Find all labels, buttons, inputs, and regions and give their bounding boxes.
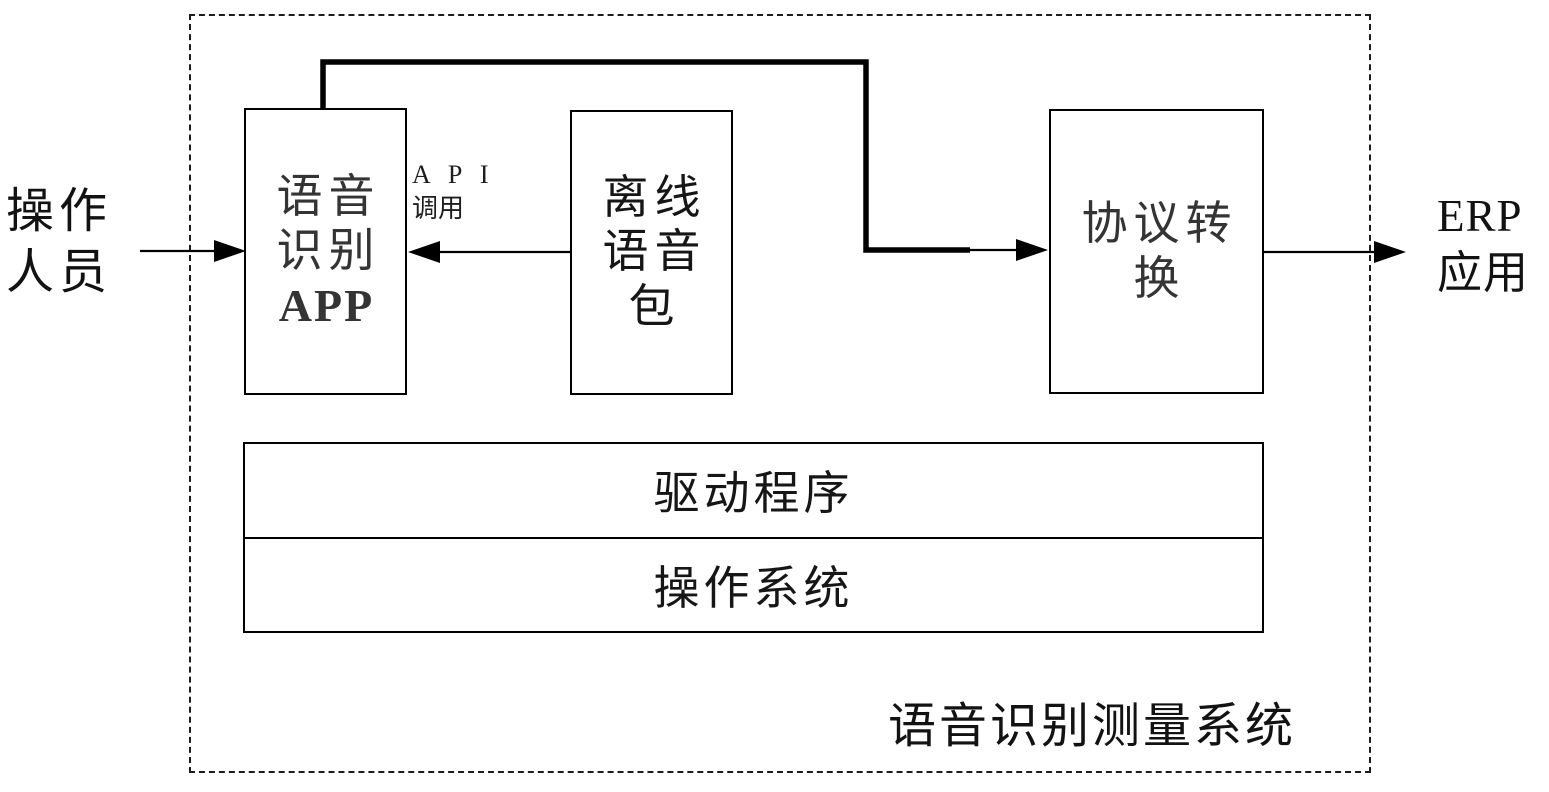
api-call-label: A P I 调用 — [412, 158, 495, 227]
system-boundary-box — [189, 14, 1371, 773]
driver-layer: 驱动程序 — [653, 468, 854, 520]
operator-line2: 人员 — [6, 246, 113, 300]
offline-voice-package-box: 离线 语音 包 — [570, 110, 733, 395]
speech-app-line2: 识别 — [276, 225, 381, 277]
speech-recognition-app-box: 语音 识别 APP — [244, 108, 407, 395]
layer-stack: 驱动程序 操作系统 — [243, 442, 1264, 633]
speech-app-line1: 语音 — [276, 171, 381, 223]
erp-application-label: ERP 应用 — [1437, 188, 1529, 301]
protocol-line1: 协议转 — [1081, 198, 1238, 250]
speech-app-line3: APP — [278, 279, 375, 331]
erp-line2: 应用 — [1437, 247, 1530, 298]
api-call-line1: A P I — [412, 160, 495, 189]
system-title: 语音识别测量系统 — [887, 700, 1296, 753]
offline-pkg-line3: 包 — [628, 280, 681, 332]
offline-pkg-line1: 离线 — [602, 172, 707, 224]
offline-pkg-line2: 语音 — [602, 226, 707, 278]
api-call-line2: 调用 — [412, 194, 465, 224]
operator-label: 操作 人员 — [6, 181, 112, 304]
protocol-line2: 换 — [1133, 252, 1186, 304]
erp-line1: ERP — [1437, 191, 1523, 241]
os-layer: 操作系统 — [245, 536, 1262, 632]
protocol-conversion-box: 协议转 换 — [1049, 109, 1264, 394]
operator-line1: 操作 — [6, 185, 113, 238]
